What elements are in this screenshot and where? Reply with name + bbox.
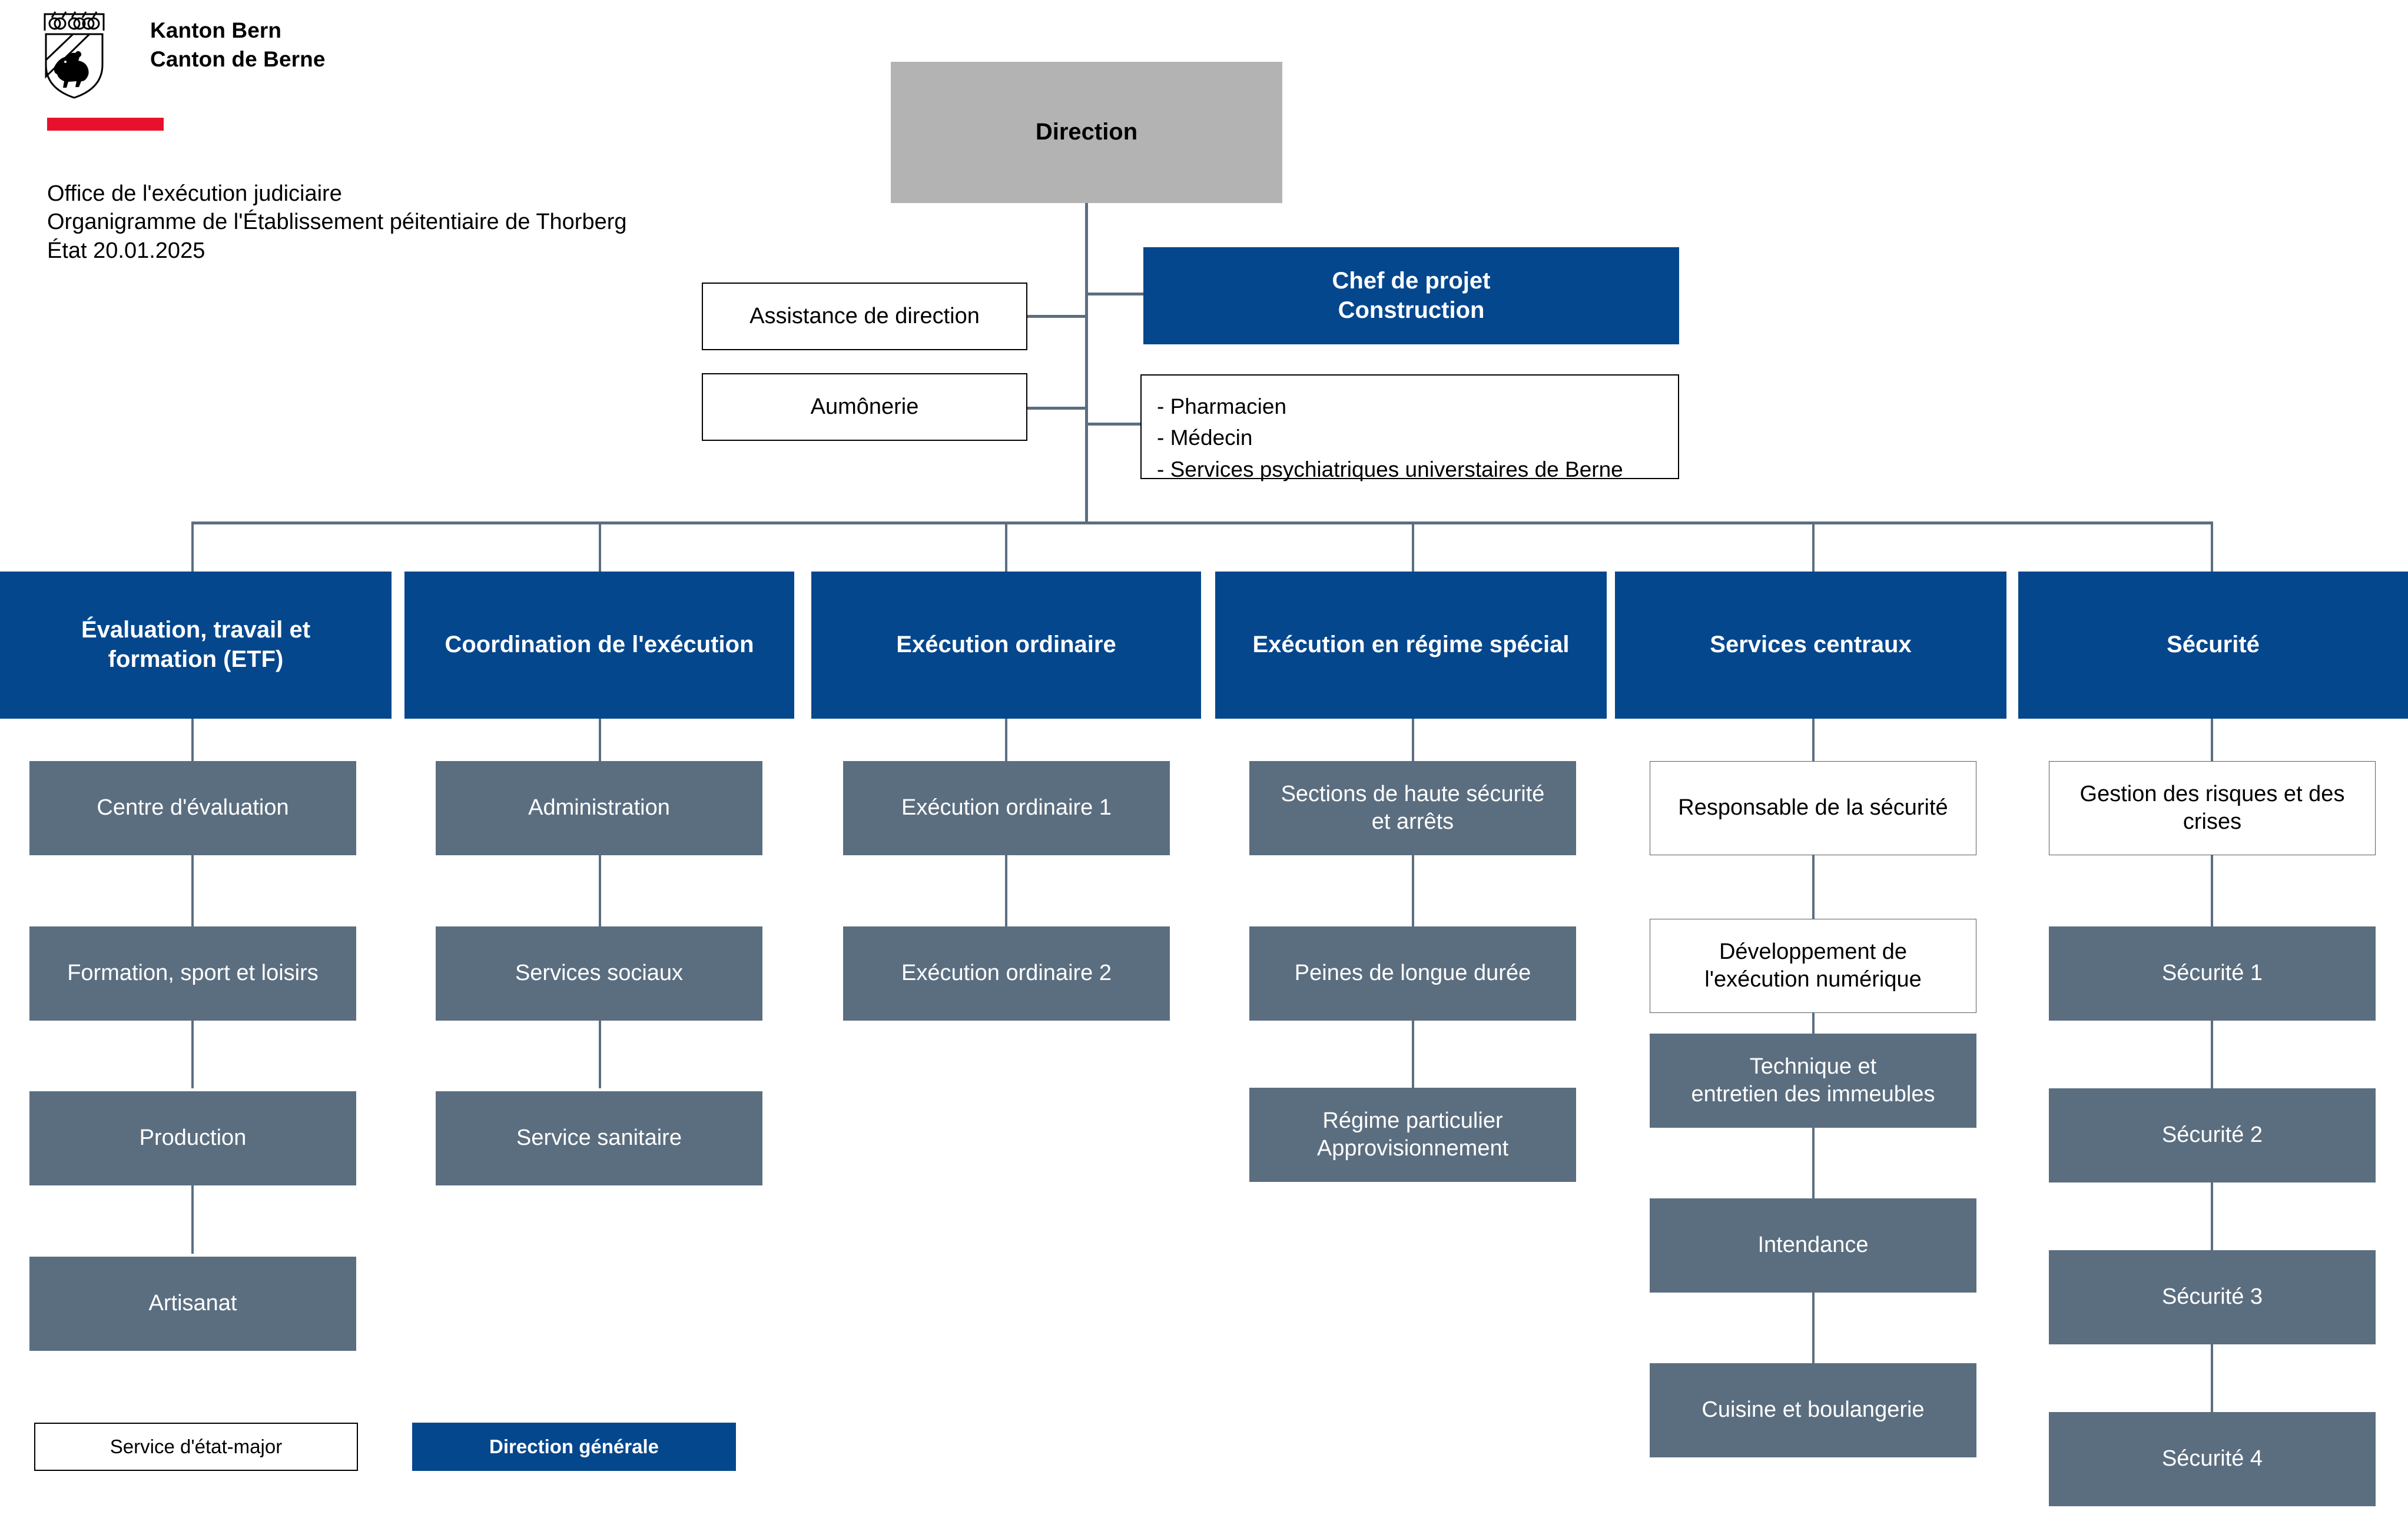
document-title-block: Office de l'exécution judiciaire Organig… — [47, 180, 627, 265]
unit-connector-c2-2 — [599, 1021, 601, 1088]
division-header-regime-special[interactable]: Exécution en régime spécial — [1215, 572, 1607, 719]
unit-connector-c5-1 — [1812, 855, 1815, 919]
unit-connector-c1-3 — [191, 1185, 194, 1254]
unit-connector-c3-1 — [1005, 855, 1007, 926]
unit-cuisine-boulangerie[interactable]: Cuisine et boulangerie — [1650, 1363, 1976, 1457]
chef-de-projet-line2: Construction — [1338, 297, 1485, 323]
unit-connector-c4-0 — [1412, 719, 1414, 761]
division-header-securite[interactable]: Sécurité — [2018, 572, 2408, 719]
unit-connector-c2-1 — [599, 855, 601, 926]
unit-connector-c3-0 — [1005, 719, 1007, 761]
chef-de-projet-connector — [1086, 293, 1143, 295]
unit-securite-1[interactable]: Sécurité 1 — [2049, 926, 2376, 1021]
unit-intendance[interactable]: Intendance — [1650, 1198, 1976, 1293]
unit-connector-c1-1b — [191, 855, 194, 926]
unit-formation-sport-loisirs[interactable]: Formation, sport et loisirs — [29, 926, 356, 1021]
office-name: Office de l'exécution judiciaire — [47, 181, 342, 206]
division-drop-5 — [2211, 521, 2213, 572]
unit-securite-2[interactable]: Sécurité 2 — [2049, 1088, 2376, 1182]
unit-connector-c5-3 — [1812, 1128, 1815, 1198]
unit-connector-c1-2 — [191, 1021, 194, 1088]
unit-connector-c6-3 — [2211, 1182, 2213, 1250]
unit-developpement-numerique[interactable]: Développement de l'exécution numérique — [1650, 919, 1976, 1013]
division-drop-0 — [191, 521, 194, 572]
assistance-connector — [1027, 315, 1086, 318]
unit-services-sociaux[interactable]: Services sociaux — [436, 926, 762, 1021]
unit-peines-longue-duree[interactable]: Peines de longue durée — [1249, 926, 1576, 1021]
unit-connector-c6-0 — [2211, 719, 2213, 761]
unit-administration[interactable]: Administration — [436, 761, 762, 855]
unit-securite-4[interactable]: Sécurité 4 — [2049, 1412, 2376, 1506]
division-drop-3 — [1412, 521, 1414, 572]
unit-connector-c5-0 — [1812, 719, 1815, 761]
division-header-coordination[interactable]: Coordination de l'exécution — [404, 572, 794, 719]
medical-services-connector — [1086, 423, 1140, 426]
unit-execution-ordinaire-1[interactable]: Exécution ordinaire 1 — [843, 761, 1170, 855]
legend-staff-service: Service d'état-major — [34, 1423, 358, 1471]
brand-accent-bar — [47, 118, 164, 131]
unit-service-sanitaire[interactable]: Service sanitaire — [436, 1091, 762, 1185]
assistance-de-direction-box[interactable]: Assistance de direction — [702, 283, 1027, 350]
division-drop-2 — [1005, 521, 1007, 572]
division-header-etf[interactable]: Évaluation, travail et formation (ETF) — [0, 572, 392, 719]
aumonerie-box[interactable]: Aumônerie — [702, 373, 1027, 441]
organigram-name: Organigramme de l'Établissement péitenti… — [47, 210, 627, 235]
aumonerie-connector — [1027, 407, 1086, 410]
division-distribution-bar — [191, 521, 2211, 524]
legend-direction-generale: Direction générale — [412, 1423, 736, 1471]
unit-securite-3[interactable]: Sécurité 3 — [2049, 1250, 2376, 1344]
unit-regime-particulier[interactable]: Régime particulier Approvisionnement — [1249, 1088, 1576, 1182]
unit-production[interactable]: Production — [29, 1091, 356, 1185]
chef-de-projet-line1: Chef de projet — [1332, 267, 1491, 294]
unit-connector-c6-2 — [2211, 1021, 2213, 1088]
medical-services-box[interactable]: - Pharmacien - Médecin - Services psychi… — [1140, 374, 1679, 481]
chef-de-projet-box[interactable]: Chef de projet Construction — [1143, 247, 1679, 344]
unit-connector-c4-1 — [1412, 855, 1414, 926]
unit-connector-c5-4 — [1812, 1293, 1815, 1363]
unit-connector-c6-4 — [2211, 1344, 2213, 1412]
unit-technique-entretien[interactable]: Technique et entretien des immeubles — [1650, 1034, 1976, 1128]
unit-artisanat[interactable]: Artisanat — [29, 1257, 356, 1351]
unit-sections-haute-securite[interactable]: Sections de haute sécurité et arrêts — [1249, 761, 1576, 855]
division-drop-1 — [599, 521, 601, 572]
unit-connector-c4-2 — [1412, 1021, 1414, 1088]
canton-name-de: Kanton Bern — [150, 18, 282, 42]
bern-coat-of-arms-icon — [44, 11, 105, 99]
canton-name-fr: Canton de Berne — [150, 46, 326, 71]
division-header-execution-ordinaire[interactable]: Exécution ordinaire — [811, 572, 1201, 719]
unit-responsable-securite[interactable]: Responsable de la sécurité — [1650, 761, 1976, 855]
unit-centre-evaluation[interactable]: Centre d'évaluation — [29, 761, 356, 855]
unit-connector-c6-1 — [2211, 855, 2213, 926]
unit-gestion-risques-crises[interactable]: Gestion des risques et des crises — [2049, 761, 2376, 855]
unit-connector-c1-0 — [191, 719, 194, 761]
unit-execution-ordinaire-2[interactable]: Exécution ordinaire 2 — [843, 926, 1170, 1021]
division-header-services-centraux[interactable]: Services centraux — [1615, 572, 2006, 719]
canton-logo-text: Kanton Bern Canton de Berne — [150, 16, 326, 74]
division-drop-4 — [1812, 521, 1815, 572]
unit-connector-c2-0 — [599, 719, 601, 761]
organigram-date: État 20.01.2025 — [47, 238, 205, 263]
direction-trunk-connector — [1085, 203, 1088, 523]
unit-connector-c5-2 — [1812, 1013, 1815, 1034]
direction-box[interactable]: Direction — [891, 62, 1282, 203]
